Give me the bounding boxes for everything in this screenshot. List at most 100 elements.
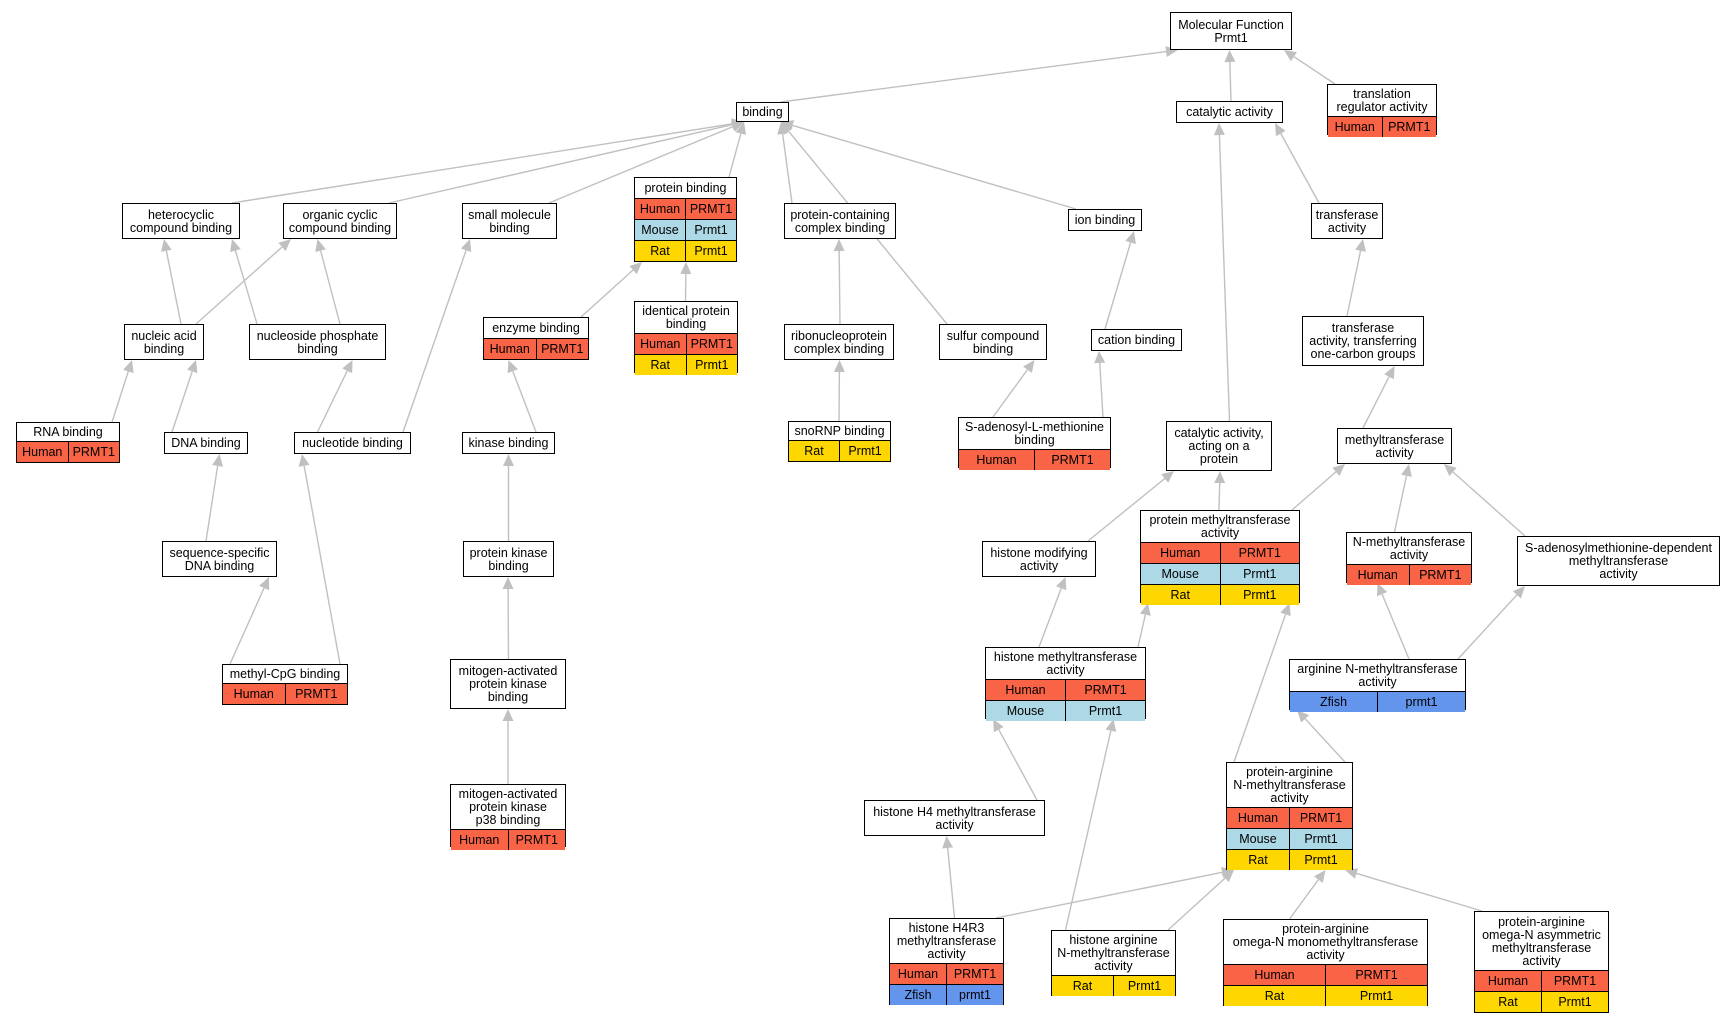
arrowhead-icon — [502, 577, 514, 589]
species-row: Zfish prmt1 — [1290, 691, 1465, 712]
gene-cell: Prmt1 — [1065, 701, 1145, 721]
node-label: N-methyltransferase activity — [1352, 535, 1466, 562]
node-kinase: kinase binding — [462, 432, 555, 454]
gene-cell: PRMT1 — [685, 199, 736, 219]
node-label: protein methyltransferase activity — [1149, 513, 1291, 540]
species-cell: Rat — [1170, 588, 1190, 602]
species-cell: Human — [1254, 968, 1295, 982]
arrowhead-icon — [1275, 123, 1286, 137]
edge-histarg-to-protarg — [1167, 877, 1226, 931]
arrowhead-icon — [123, 360, 134, 374]
gene-cell: PRMT1 — [507, 830, 566, 850]
node-nucphos: nucleoside phosphate binding — [249, 324, 386, 360]
species-cell: Rat — [650, 244, 670, 258]
arrowhead-icon — [161, 239, 172, 252]
species-cell: Mouse — [1161, 567, 1200, 581]
gene-cell: prmt1 — [1377, 692, 1465, 712]
gene-cell: PRMT1 — [1034, 450, 1110, 470]
edge-catprot-to-catalytic — [1218, 134, 1231, 422]
species-cell: Mouse — [641, 223, 679, 237]
node-heterocyclic: heterocyclic compound binding — [122, 203, 240, 239]
edge-translation-to-mf — [1293, 56, 1336, 85]
arrowhead-icon — [502, 709, 514, 721]
edge-nucleotide-to-smallmol — [402, 250, 467, 433]
gene-cell: PRMT1 — [535, 339, 589, 359]
gene-cell: Prmt1 — [685, 355, 738, 375]
arrowhead-icon — [278, 239, 291, 252]
arrowhead-icon — [1023, 360, 1035, 373]
node-label: Molecular Function Prmt1 — [1178, 17, 1284, 45]
node-h4: histone H4 methyltransferase activity — [864, 800, 1045, 836]
node-label: nucleoside phosphate binding — [256, 328, 379, 356]
node-label: protein kinase binding — [469, 545, 548, 573]
gene-cell: Prmt1 — [1113, 976, 1175, 996]
node-label: identical protein binding — [642, 304, 730, 331]
species-cell: Human — [640, 337, 681, 351]
node-mf: Molecular Function Prmt1 — [1170, 12, 1292, 50]
gene-cell: PRMT1 — [946, 964, 1003, 984]
arrowhead-icon — [1345, 868, 1359, 879]
node-cation: cation binding — [1091, 329, 1182, 351]
edge-omegaasym-to-protarg — [1356, 872, 1483, 912]
node-organic: organic cyclic compound binding — [283, 203, 397, 239]
gene-cell: Prmt1 — [685, 220, 736, 240]
species-cell: Zfish — [1319, 695, 1348, 709]
node-omegamono: protein-arginine omega-N monomethyltrans… — [1223, 919, 1428, 1006]
gene-cell: Prmt1 — [1219, 564, 1300, 584]
species-row: Human PRMT1 — [959, 449, 1110, 470]
node-label: methyltransferase activity — [1344, 432, 1445, 460]
gene-cell: Prmt1 — [685, 241, 736, 261]
arrowhead-icon — [735, 122, 747, 135]
edge-h4r3-to-protarg — [995, 871, 1223, 919]
edge-ribonuc-to-protcomplex — [838, 250, 841, 325]
species-cell: Human — [1334, 120, 1375, 134]
gene-cell: PRMT1 — [1325, 965, 1427, 985]
species-cell: Rat — [650, 358, 670, 372]
node-catalytic: catalytic activity — [1176, 101, 1283, 123]
edge-nucphos-to-organic — [319, 250, 341, 325]
edge-samdep-to-methyltr — [1452, 471, 1526, 537]
species-cell: Human — [976, 453, 1017, 467]
arrowhead-icon — [315, 239, 326, 252]
species-cell: Rat — [1248, 853, 1268, 867]
node-nucleic: nucleic acid binding — [124, 324, 204, 360]
node-label: methyl-CpG binding — [229, 667, 341, 681]
node-label: histone H4R3 methyltransferase activity — [896, 921, 997, 961]
arrowhead-icon — [1165, 46, 1178, 57]
species-row: Rat Prmt1 — [635, 240, 736, 261]
edge-nucleotide-to-nucphos — [316, 370, 348, 433]
node-label: heterocyclic compound binding — [129, 207, 233, 235]
edge-enzyme-to-protbind — [580, 269, 634, 318]
node-seqdna: sequence-specific DNA binding — [162, 541, 277, 577]
node-ribonuc: ribonucleoprotein complex binding — [784, 324, 894, 360]
edge-nucleic-to-organic — [195, 246, 283, 325]
node-label: DNA binding — [171, 436, 241, 450]
gene-cell: Prmt1 — [1325, 986, 1427, 1006]
gene-cell: PRMT1 — [685, 334, 738, 354]
species-cell: Human — [1237, 811, 1279, 825]
edge-catalytic-to-mf — [1229, 61, 1232, 102]
arrowhead-icon — [1224, 50, 1236, 63]
node-protkinase: protein kinase binding — [463, 541, 554, 577]
node-p38: mitogen-activated protein kinase p38 bin… — [450, 784, 566, 850]
node-label: nucleic acid binding — [131, 328, 197, 356]
arrowhead-icon — [1314, 870, 1326, 883]
node-histmod: histone modifying activity — [982, 541, 1096, 577]
edge-argn-to-nmethyl — [1381, 593, 1410, 660]
arrowhead-icon — [1094, 351, 1106, 364]
node-label: sulfur compound binding — [946, 328, 1040, 356]
species-cell: Human — [1487, 974, 1529, 988]
arrowhead-icon — [1213, 123, 1225, 136]
